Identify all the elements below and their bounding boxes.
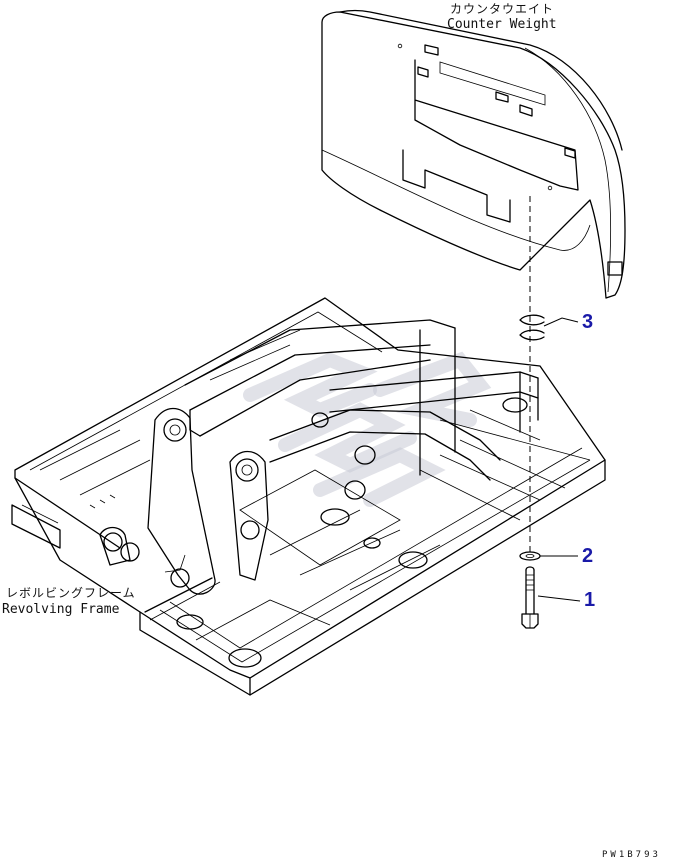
counter-weight-label-jp: カウンタウエイト [450,2,555,16]
watermark-logo [243,351,492,507]
revolving-frame-label-en: Revolving Frame [2,602,120,617]
washer [519,551,541,561]
leader-1 [537,595,581,602]
counter-weight [321,9,626,299]
revolving-frame-label-jp: レボルビングフレーム [6,586,136,600]
callout-1: 1 [584,589,596,611]
callout-3: 3 [582,311,594,333]
callout-2: 2 [582,545,594,567]
revolving-frame [11,297,606,696]
bolt [521,566,539,629]
drawing-code: PW1B793 [602,850,661,860]
leader-3 [543,317,579,327]
shim-set [519,314,545,341]
counter-weight-label-en: Counter Weight [447,17,557,32]
